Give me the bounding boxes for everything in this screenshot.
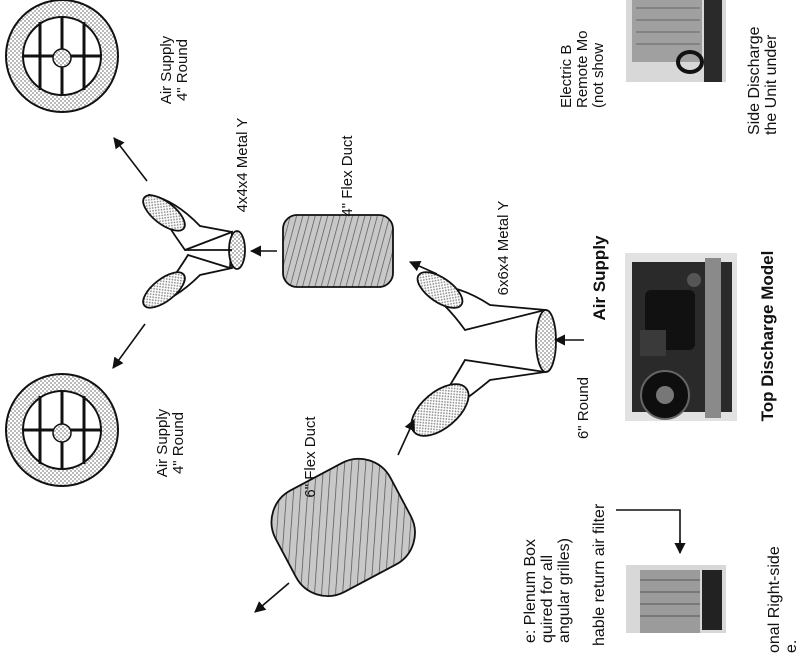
- return-filter-label: hable return air filter: [591, 503, 608, 646]
- top-discharge-model-label: Top Discharge Model: [758, 250, 777, 422]
- flex-duct-6-label: 6" Flex Duct: [302, 416, 319, 498]
- grille-bottom-icon: [5, 373, 119, 487]
- flex-duct-4-icon: [282, 214, 394, 288]
- side-discharge-label: Side Discharge the Unit under: [746, 26, 780, 136]
- electric-heater-label: Electric B Remote Mo (not show: [558, 30, 607, 108]
- plenum-note: e: Plenum Box quired for all angular gri…: [522, 538, 573, 643]
- right-side-return-photo: [626, 565, 726, 633]
- flow-arrows: [112, 137, 686, 613]
- air-supply-label: Air Supply: [590, 235, 609, 321]
- hvac-duct-diagram: [5, 0, 737, 633]
- flex-duct-6-icon: [270, 457, 416, 597]
- metal-y-4x4x4-icon: [142, 193, 246, 309]
- air-supply-top-label: Air Supply 4" Round: [158, 35, 191, 105]
- right-side-label: onal Right-side e.: [766, 546, 798, 653]
- round-6-label: 6" Round: [575, 376, 592, 440]
- grille-top-icon: [5, 0, 119, 113]
- air-supply-bottom-label: Air Supply 4" Round: [154, 408, 187, 478]
- flex-duct-4-label: 4" Flex Duct: [339, 135, 356, 217]
- electric-heater-photo: [626, 0, 726, 82]
- metal-y-4x4x4-label: 4x4x4 Metal Y: [234, 117, 251, 213]
- top-discharge-photo: [625, 253, 737, 421]
- metal-y-6x6x4-icon: [410, 271, 557, 437]
- metal-y-6x6x4-label: 6x6x4 Metal Y: [495, 200, 512, 296]
